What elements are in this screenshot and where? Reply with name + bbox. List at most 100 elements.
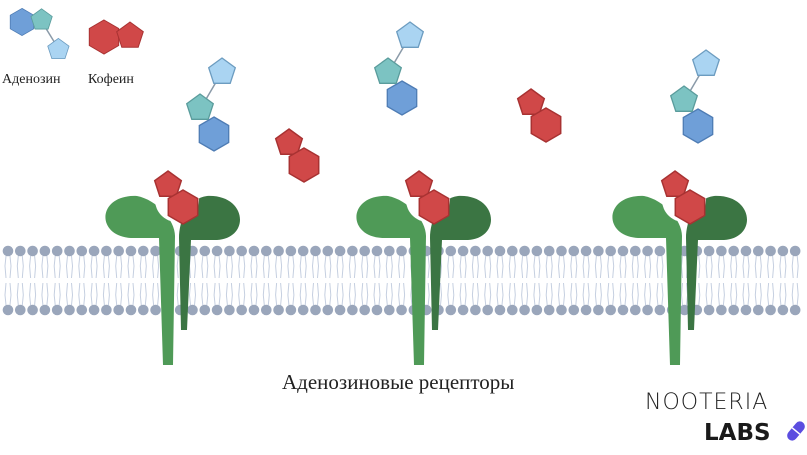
lipid-head (740, 304, 752, 316)
lipid-head (703, 245, 715, 257)
lipid-head (113, 304, 124, 316)
lipid-head (580, 304, 592, 316)
lipid-head (519, 304, 530, 316)
lipid-head (2, 245, 14, 257)
caffeine-molecule (518, 89, 561, 142)
lipid-head (507, 304, 518, 316)
lipid-head (76, 304, 88, 316)
lipid-head (593, 304, 604, 316)
lipid-head (248, 245, 260, 257)
lipid-head (76, 245, 88, 257)
lipid-head (716, 245, 727, 257)
logo-pill-icon (787, 421, 805, 441)
lipid-head (617, 245, 629, 257)
lipid-head (605, 304, 616, 316)
lipid-head (507, 245, 518, 257)
lipid-head (593, 245, 604, 257)
lipid-head (125, 304, 137, 316)
lipid-head (445, 304, 457, 316)
lipid-head (777, 304, 789, 316)
lipid-head (630, 304, 641, 316)
lipid-head (654, 245, 666, 257)
lipid-head (138, 245, 149, 257)
lipid-head (457, 245, 469, 257)
lipid-head (27, 304, 38, 316)
lipid-head (384, 304, 395, 316)
lipid-head (211, 304, 223, 316)
lipid-head (273, 245, 284, 257)
lipid-head (556, 245, 567, 257)
lipid-head (236, 304, 247, 316)
diagram-caption: Аденозиновые рецепторы (282, 370, 515, 394)
lipid-head (51, 304, 63, 316)
lipid-head (150, 245, 161, 257)
adenosine-molecule (187, 58, 236, 151)
lipid-head (519, 245, 530, 257)
lipid-head (789, 245, 801, 257)
lipid-head (101, 245, 112, 257)
lipid-head (396, 304, 407, 316)
lipid-head (125, 245, 137, 257)
lipid-head (285, 304, 297, 316)
caffeine-molecule (276, 129, 319, 182)
lipid-head (101, 304, 112, 316)
lipid-head (543, 304, 555, 316)
lipid-head (224, 245, 235, 257)
lipid-head (187, 304, 198, 316)
lipid-head (297, 304, 309, 316)
lipid-head (617, 304, 629, 316)
lipid-head (470, 304, 481, 316)
lipid-head (138, 304, 149, 316)
lipid-head (322, 304, 334, 316)
lipid-head (568, 245, 580, 257)
lipid-head (580, 245, 592, 257)
lipid-head (765, 304, 776, 316)
lipid-head (199, 245, 211, 257)
lipid-head (482, 245, 494, 257)
lipid-head (396, 245, 407, 257)
lipid-head (211, 245, 223, 257)
lipid-head (371, 304, 383, 316)
lipid-head (753, 304, 764, 316)
lipid-head (199, 304, 211, 316)
lipid-head (39, 245, 51, 257)
lipid-head (679, 304, 690, 316)
lipid-head (494, 304, 506, 316)
lipid-head (236, 245, 247, 257)
lipid-head (88, 304, 100, 316)
lipid-head (531, 304, 543, 316)
lipid-head (14, 304, 26, 316)
lipid-head (753, 245, 764, 257)
legend-caffeine-label: Кофеин (88, 72, 134, 87)
lipid-head (470, 245, 481, 257)
lipid-head (334, 245, 346, 257)
lipid-head (14, 245, 26, 257)
lipid-head (64, 304, 75, 316)
lipid-head (716, 304, 727, 316)
lipid-head (297, 245, 309, 257)
lipid-head (642, 304, 653, 316)
legend-caffeine-icon (88, 19, 144, 55)
lipid-head (310, 245, 321, 257)
lipid-head (310, 304, 321, 316)
lipid-head (261, 245, 272, 257)
lipid-head (777, 245, 789, 257)
lipid-head (150, 304, 161, 316)
lipid-head (261, 304, 272, 316)
legend-adenosine-label: Аденозин (2, 72, 61, 87)
lipid-head (703, 304, 715, 316)
lipid-head (482, 304, 494, 316)
receptor-2 (356, 171, 491, 365)
lipid-head (2, 304, 14, 316)
lipid-head (371, 245, 383, 257)
logo-text-bottom: LABS (704, 420, 771, 446)
lipid-head (605, 245, 616, 257)
lipid-head (347, 245, 358, 257)
lipid-head (642, 245, 653, 257)
lipid-head (445, 245, 457, 257)
lipid-head (51, 245, 63, 257)
lipid-head (654, 304, 666, 316)
lipid-head (113, 245, 124, 257)
lipid-head (224, 304, 235, 316)
